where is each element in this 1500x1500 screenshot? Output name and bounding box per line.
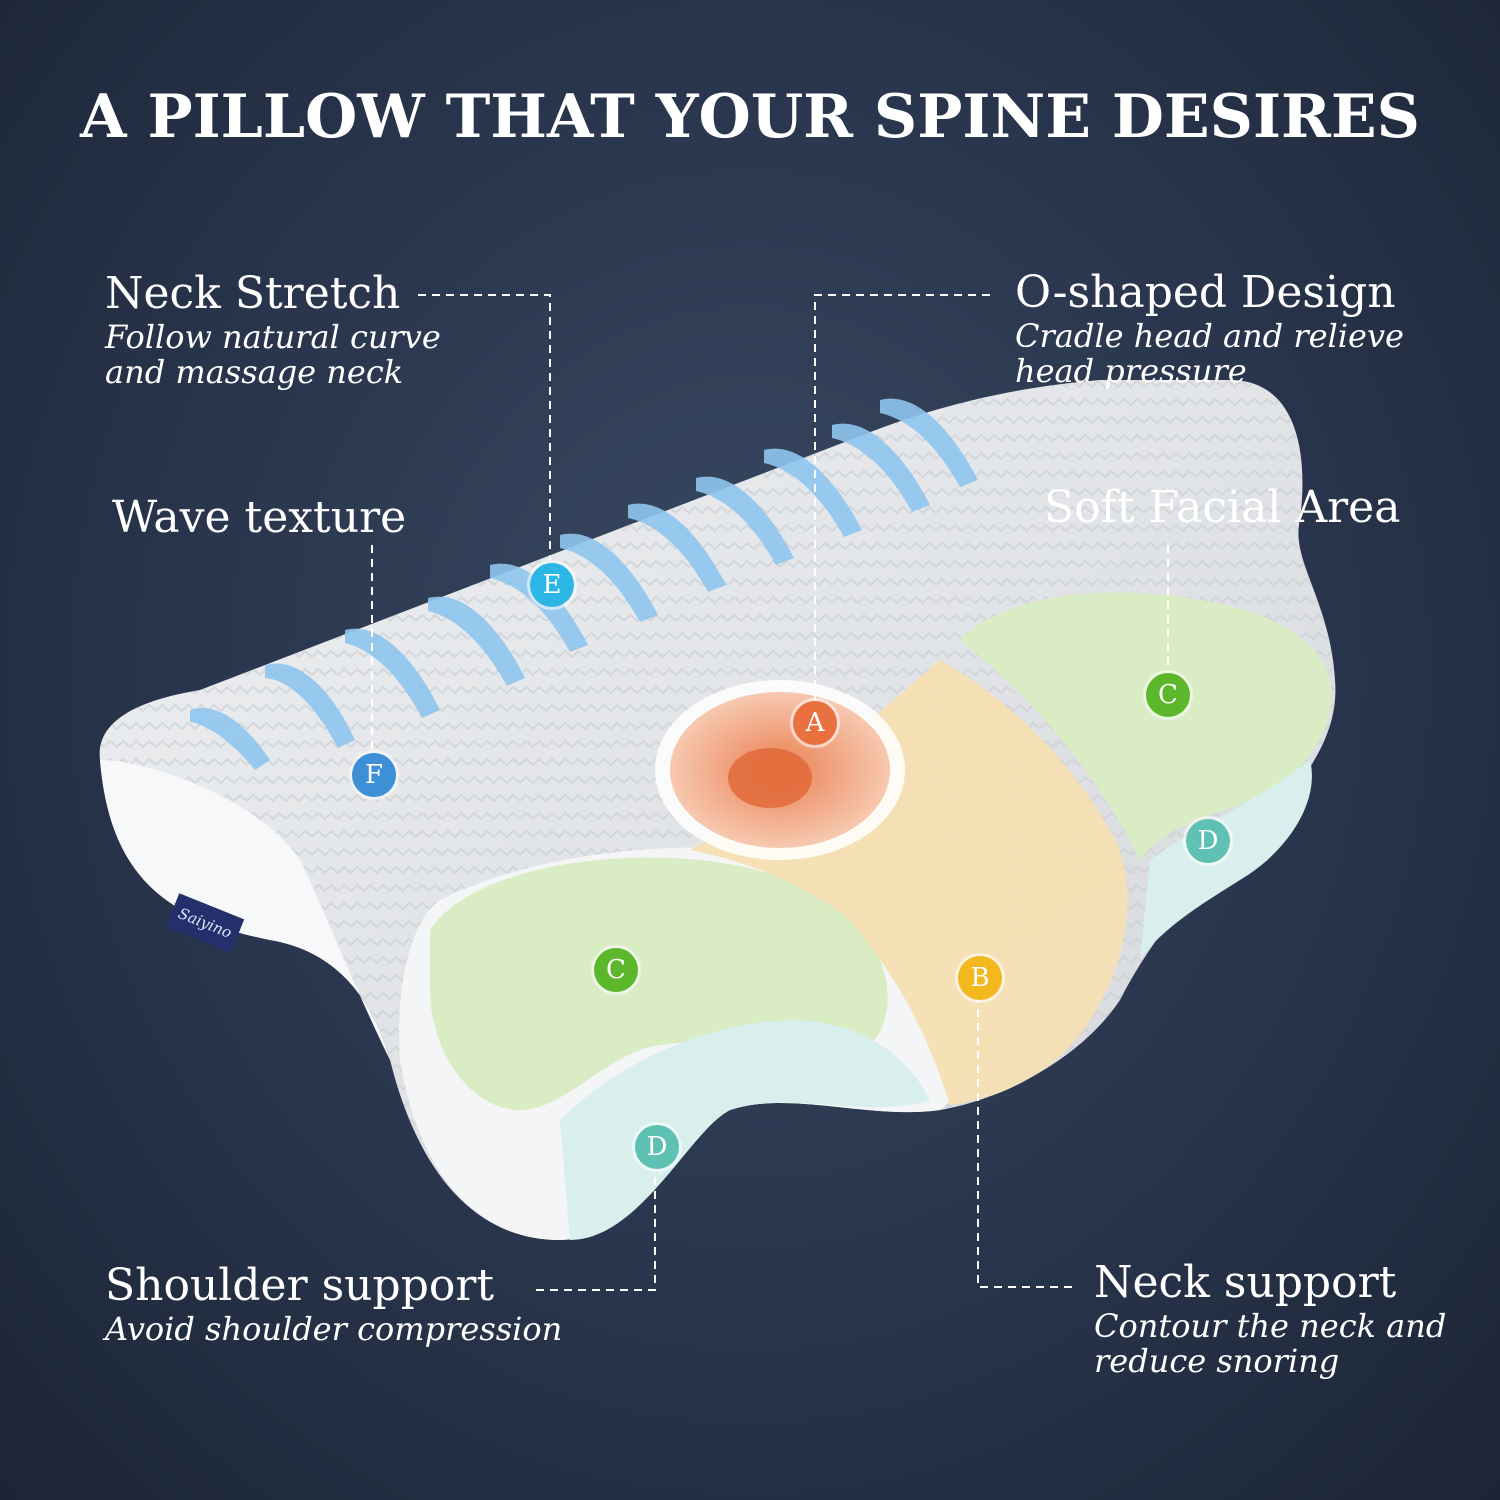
page-title: A PILLOW THAT YOUR SPINE DESIRES — [80, 82, 1420, 152]
leader-lines — [371, 294, 1169, 1291]
feature-title: Soft Facial Area — [1044, 482, 1401, 533]
feature-desc-line: Contour the neck and — [1094, 1307, 1447, 1345]
feature-description: Follow natural curve and massage neck — [105, 320, 441, 390]
feature-shoulder-support: Shoulder support Avoid shoulder compress… — [105, 1260, 562, 1347]
feature-o-shaped: O-shaped Design Cradle head and relieve … — [1015, 267, 1404, 389]
marker-c-left: C — [594, 948, 638, 992]
feature-title: Shoulder support — [105, 1260, 495, 1311]
feature-desc-line: Cradle head and relieve — [1015, 317, 1404, 355]
feature-neck-support: Neck support Contour the neck and reduce… — [1094, 1257, 1446, 1379]
feature-description: Contour the neck and reduce snoring — [1094, 1309, 1446, 1379]
feature-description: Avoid shoulder compression — [105, 1312, 562, 1347]
feature-title: Neck Stretch — [105, 268, 401, 319]
wave-strips — [190, 398, 978, 770]
feature-wave-texture: Wave texture — [112, 492, 406, 544]
marker-b: B — [958, 956, 1002, 1000]
facial-area-right — [960, 592, 1332, 860]
feature-desc-line: Avoid shoulder compression — [105, 1310, 563, 1348]
marker-d-right: D — [1186, 819, 1230, 863]
feature-desc-line: Follow natural curve — [105, 318, 441, 356]
feature-title: Wave texture — [112, 492, 407, 543]
feature-title: O-shaped Design — [1015, 267, 1396, 318]
feature-desc-line: reduce snoring — [1094, 1342, 1340, 1380]
feature-desc-line: head pressure — [1015, 352, 1247, 390]
neck-support-area — [690, 660, 1128, 1105]
side-panel-right — [1140, 760, 1312, 960]
marker-c-right: C — [1146, 673, 1190, 717]
marker-d-left: D — [635, 1125, 679, 1169]
feature-title: Neck support — [1094, 1257, 1397, 1308]
feature-desc-line: and massage neck — [105, 353, 404, 391]
marker-a: A — [793, 701, 837, 745]
marker-f: F — [352, 753, 396, 797]
side-panel-left — [560, 1020, 930, 1240]
feature-soft-facial: Soft Facial Area — [1044, 482, 1400, 534]
marker-e: E — [530, 563, 574, 607]
feature-neck-stretch: Neck Stretch Follow natural curve and ma… — [105, 268, 441, 390]
feature-description: Cradle head and relieve head pressure — [1015, 319, 1404, 389]
